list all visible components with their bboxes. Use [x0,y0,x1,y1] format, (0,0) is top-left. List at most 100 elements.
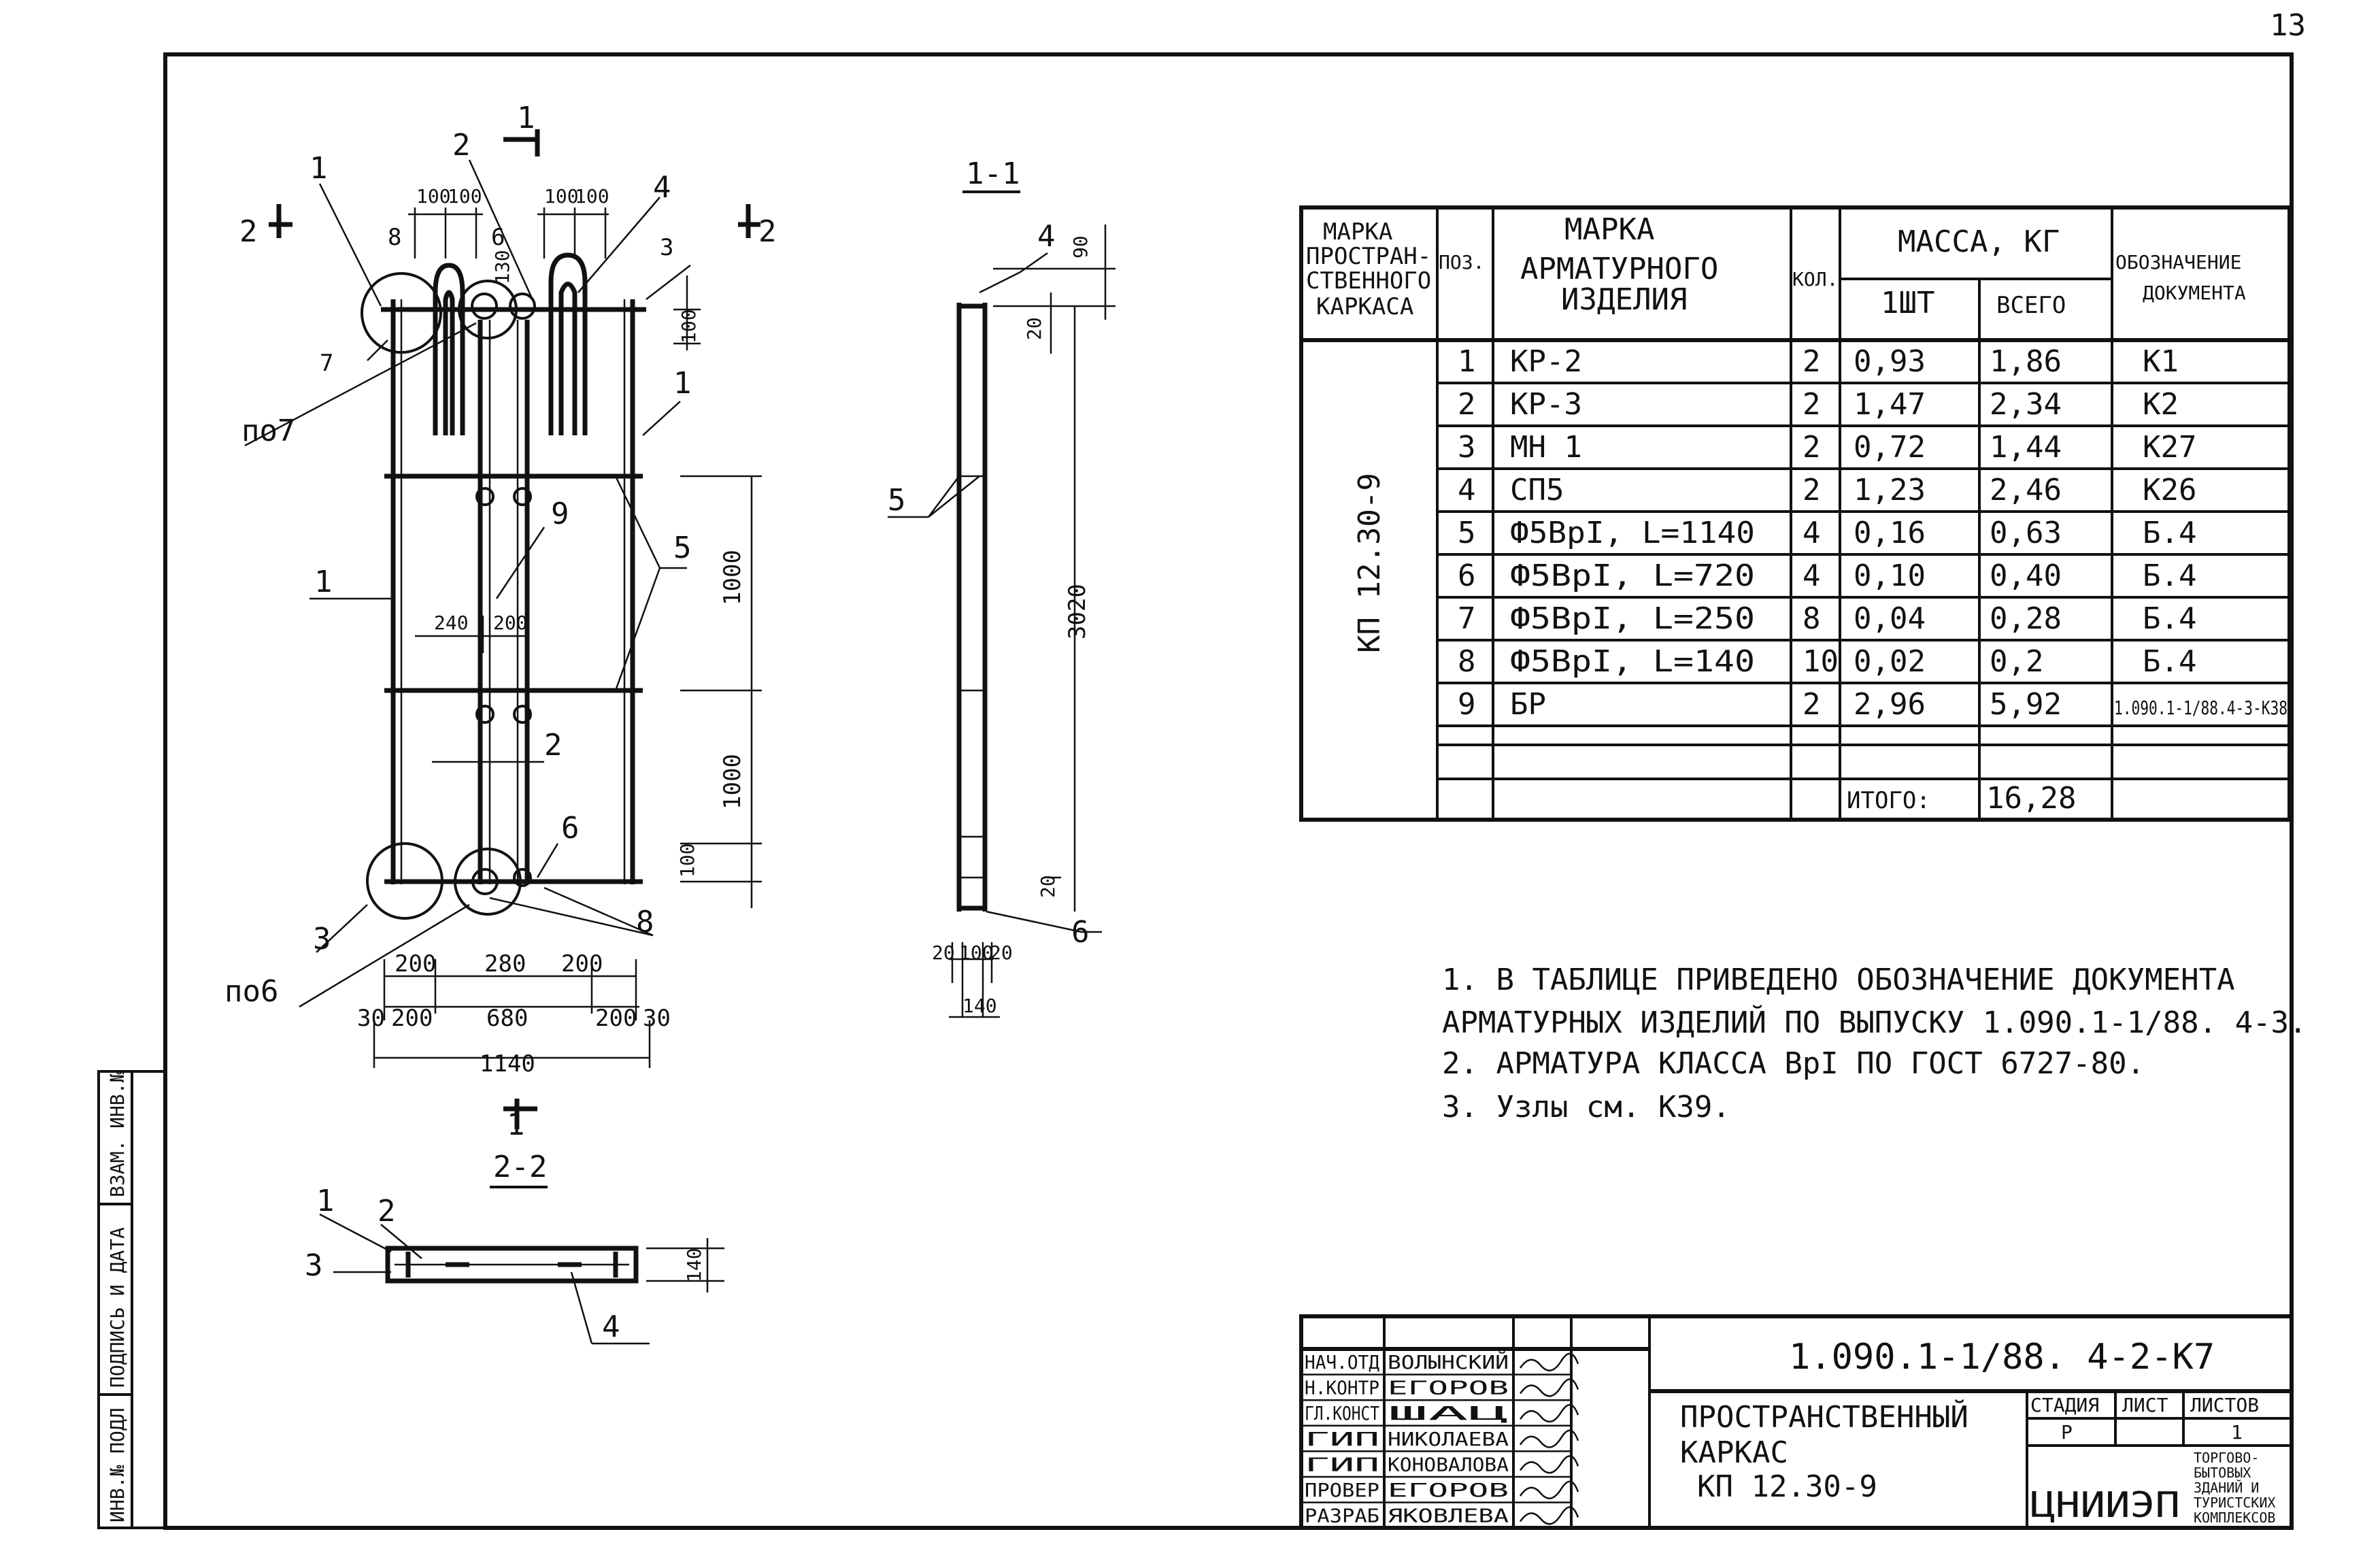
spec-cell-pos: 9 [1458,687,1476,722]
title-block: 1.090.1-1/88. 4-2-К7 ПРОСТРАНСТВЕННЫЙ КА… [1299,1314,2294,1530]
org-logo: ЦНИИЭП [2030,1485,2180,1526]
hdr-mass: МАССА, КГ [1898,224,2060,259]
spec-cell-one: 1,23 [1854,473,1926,507]
org-sub-0: ТОРГОВО- [2194,1450,2259,1466]
spec-cell-mark: БР [1510,687,1546,722]
spec-cell-one: 1,47 [1854,387,1926,422]
dim-1000-lower: 1000 [719,754,746,810]
spec-cell-qty: 2 [1803,430,1821,465]
spec-cell-mark: МН 1 [1510,430,1582,465]
section-1-1-pos-4: 4 [1037,219,1056,254]
staff-role: РАЗРАБ [1305,1505,1379,1527]
section-1-1-dim-20-l: 20 [932,941,955,964]
sheet-frame [163,52,2294,1530]
dim-100-b: 100 [448,185,482,207]
hdr-mass-total: ВСЕГО [1996,292,2066,319]
label-pos-4-top: 4 [653,170,671,205]
spec-cell-one: 0,72 [1854,430,1926,465]
signature-scribble [1519,1352,1579,1371]
dim-30-left: 30 [357,1005,385,1032]
spec-cell-one: 0,02 [1854,644,1926,679]
spec-cell-pos: 5 [1458,516,1476,550]
spec-cell-mark: КР-2 [1510,344,1582,379]
hdr-mark-frame-2: СТВЕННОГО [1306,267,1431,295]
dim-1000-upper: 1000 [719,550,746,605]
spec-cell-doc: Б.4 [2143,601,2196,636]
note-line-4: 3. Узлы см. К39. [1442,1090,1730,1124]
label-pos-1-right: 1 [673,366,692,401]
dim-100-a: 100 [416,185,451,207]
hdr-qty: КОЛ. [1792,268,1838,290]
doc-code: 1.090.1-1/88. 4-2-К7 [1789,1337,2215,1378]
spec-cell-total: 0,28 [1990,601,2062,636]
spec-cell-total: 2,46 [1990,473,2062,507]
dim-100-c: 100 [544,185,579,207]
dim-200-left-b: 200 [391,1005,433,1032]
signature-scribble [1519,1455,1579,1474]
section-1-1-dim-20-r: 20 [990,941,1013,964]
staff-role: Н.КОНТР [1305,1377,1379,1399]
section-1-1-title: 1-1 [966,156,1020,191]
staff-role: ГЛ.КОНСТ [1305,1402,1379,1424]
spec-cell-mark: Ф5ВрI, L=140 [1510,644,1755,679]
spec-cell-doc: Б.4 [2143,516,2196,550]
spec-cell-pos: 2 [1458,387,1476,422]
spec-cell-mark: СП5 [1510,473,1564,507]
label-pos-8-top: 8 [388,224,401,251]
section-2-2-pos-1: 1 [316,1184,335,1218]
spec-cell-doc: К2 [2143,387,2179,422]
section-2-2-pos-2: 2 [378,1194,396,1229]
side-stamp: ВЗАМ. ИНВ.№ ПОДПИСЬ И ДАТА ИНВ.№ ПОДЛ [97,1070,167,1529]
staff-name: КОНОВАЛОВА [1388,1453,1509,1475]
hdr-doc-1: ДОКУМЕНТА [2143,282,2246,304]
section-2-2-pos-4: 4 [602,1310,620,1344]
dim-200-right-b: 200 [595,1005,637,1032]
spec-cell-pos: 6 [1458,558,1476,593]
spec-cell-one: 0,04 [1854,601,1926,636]
stamp-replace-inv: ВЗАМ. ИНВ.№ [106,1071,129,1197]
total-label: ИТОГО: [1847,787,1930,814]
notes: 1. В ТАБЛИЦЕ ПРИВЕДЕНО ОБОЗНАЧЕНИЕ ДОКУМ… [1442,963,2307,1124]
spec-cell-qty: 4 [1803,558,1821,593]
spec-cell-pos: 1 [1458,344,1476,379]
total-value: 16,28 [1986,781,2076,816]
section-1-1: 1-1 4 90 20 3020 20 5 6 20 [888,156,1116,1018]
title-line-3: КП 12.30-9 [1697,1469,1877,1504]
dim-130: 130 [491,250,514,284]
spec-cell-doc: К27 [2143,430,2196,465]
label-pos-6-main: 6 [561,811,580,846]
signature-scribble [1519,1506,1579,1525]
dim-200-right: 200 [561,950,603,978]
label-pos-1-top: 1 [309,151,328,186]
section-1-1-dim-20-bottom: 20 [1037,875,1059,898]
dim-100-bottom: 100 [676,843,699,878]
spec-cell-qty: 10 [1803,644,1839,679]
spec-cell-one: 0,16 [1854,516,1926,550]
section-1-1-pos-5: 5 [888,483,906,518]
label-pos-1-left: 1 [314,565,333,599]
section-2-2-dim-140: 140 [683,1248,705,1282]
label-pos-9: 9 [551,497,569,531]
label-pos-2-top: 2 [452,128,471,163]
dim-30-right: 30 [643,1005,671,1032]
sheet-header: ЛИСТ [2122,1394,2168,1416]
frame-mark: КП 12.30-9 [1352,473,1387,653]
cut-mark-1-top: 1 [517,101,535,135]
spec-cell-total: 0,2 [1990,644,2043,679]
hdr-mark-frame-3: КАРКАСА [1316,293,1413,320]
spec-cell-one: 0,10 [1854,558,1926,593]
dim-100-d: 100 [575,185,609,207]
spec-cell-qty: 8 [1803,601,1821,636]
note-line-2: АРМАТУРНЫХ ИЗДЕЛИЙ ПО ВЫПУСКУ 1.090.1-1/… [1442,1004,2307,1040]
staff-role: ГИП [1305,1453,1379,1475]
spec-cell-doc: 1.090.1-1/88.4-3-К38 [2114,697,2287,719]
org-sub-2: ЗДАНИЙ И [2194,1480,2259,1496]
spec-cell-one: 0,93 [1854,344,1926,379]
stamp-original-inv: ИНВ.№ ПОДЛ [106,1407,129,1522]
staff-name: ВОЛЫНСКИЙ [1388,1350,1509,1373]
signature-scribble [1519,1378,1579,1397]
org-sub-4: КОМПЛЕКСОВ [2194,1509,2275,1526]
main-elevation: 2 2 1 1 100 100 100 100 130 100 1000 [224,101,777,1142]
